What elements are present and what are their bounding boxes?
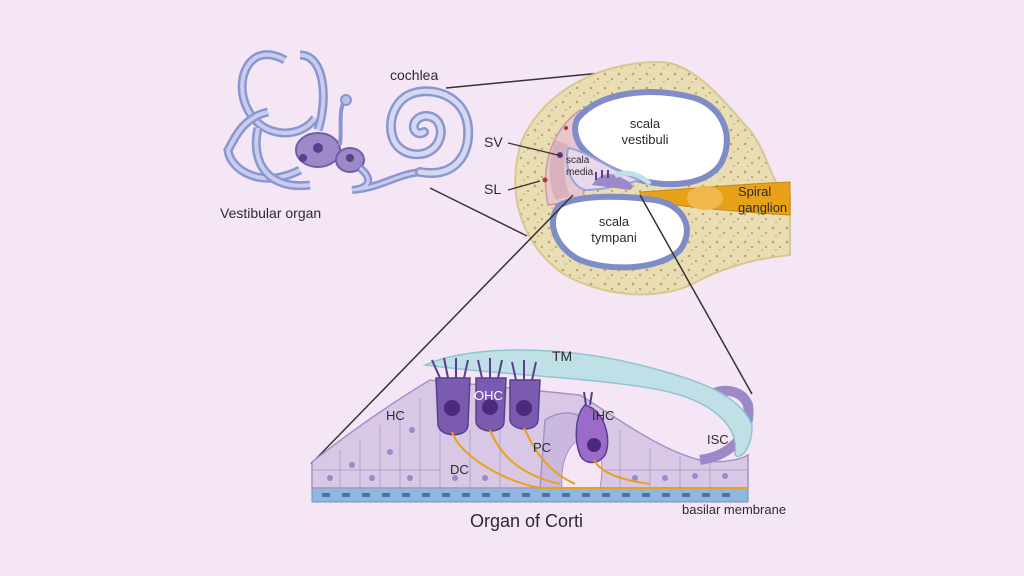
organ-of-corti-illustration — [311, 349, 754, 503]
hc-label: HC — [386, 408, 405, 423]
spiral-ganglion-label-line1: Spiral — [738, 184, 771, 199]
organ-of-corti-label: Organ of Corti — [470, 511, 583, 531]
basilar-membrane-label: basilar membrane — [682, 502, 786, 517]
tm-label: TM — [552, 348, 572, 364]
sl-label: SL — [484, 181, 501, 197]
vestibular-organ-illustration — [223, 50, 421, 194]
cochlea-cross-section-illustration — [514, 60, 791, 296]
sv-label: SV — [484, 134, 503, 150]
scala-vestibuli-label-line1: scala — [630, 116, 661, 131]
ohc-label: OHC — [474, 388, 503, 403]
ihc-label: IHC — [592, 408, 614, 423]
cochlea-label: cochlea — [390, 67, 438, 83]
connector-line — [639, 194, 753, 395]
scala-tympani-label-line2: tympani — [591, 230, 637, 245]
dc-label: DC — [450, 462, 469, 477]
vestibular-organ-label: Vestibular organ — [220, 205, 321, 221]
scala-vestibuli-label-line2: vestibuli — [622, 132, 669, 147]
pc-label: PC — [533, 440, 551, 455]
cochlea-spiral-illustration — [386, 86, 474, 178]
connector-line — [310, 194, 574, 465]
sl-pointer-line — [507, 180, 541, 191]
isc-label: ISC — [707, 432, 729, 447]
scala-media-label-line1: scala — [566, 155, 590, 166]
spiral-ganglion-label-line2: ganglion — [738, 200, 787, 215]
scala-tympani-label-line1: scala — [599, 214, 630, 229]
connector-line — [429, 187, 528, 237]
scala-media-label-line2: media — [566, 167, 594, 178]
sv-pointer-line — [507, 142, 563, 157]
